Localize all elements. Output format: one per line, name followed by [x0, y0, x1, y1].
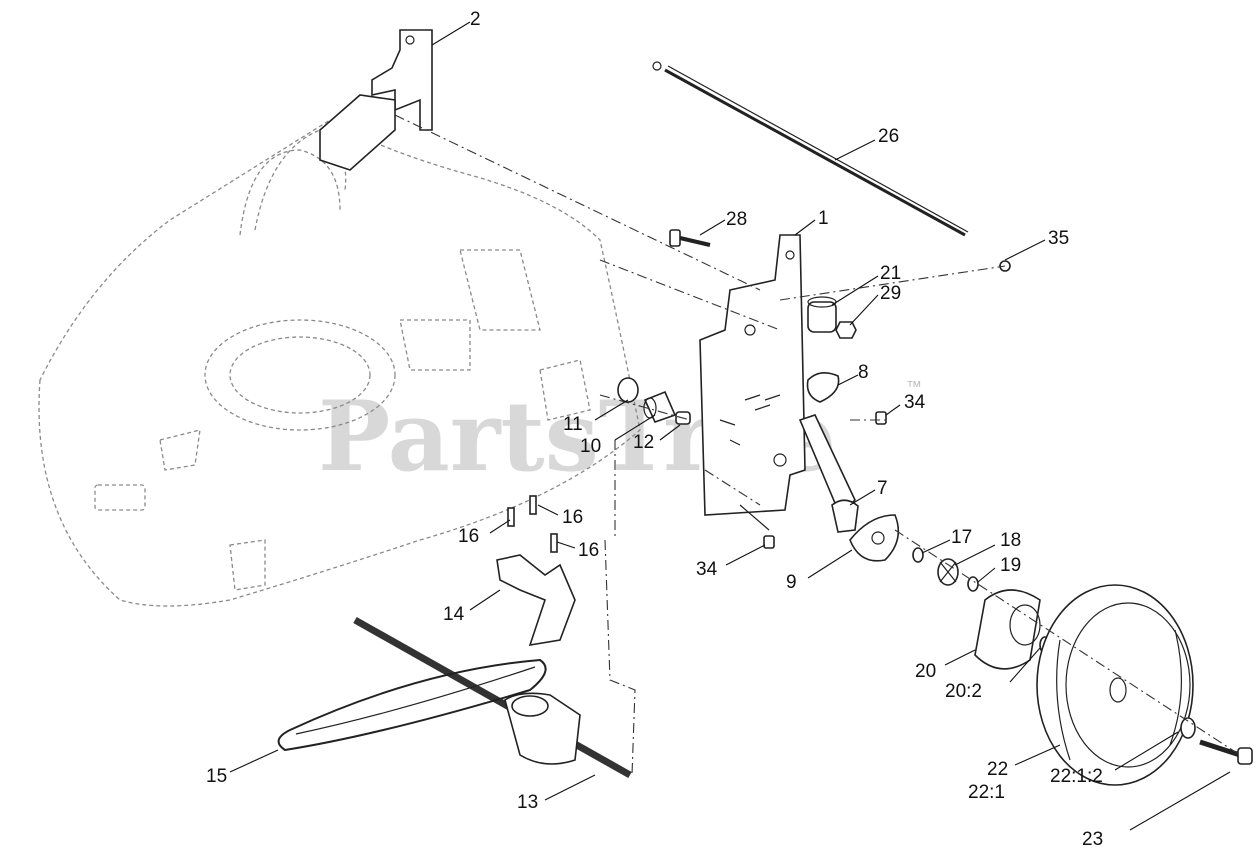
part-15-belt: [277, 658, 547, 752]
part-2-bracket: [319, 29, 433, 171]
callout-9: 9: [786, 572, 797, 593]
callout-34-upper: 34: [904, 392, 926, 413]
part-28-bolt: [669, 229, 711, 247]
leader-lines: [229, 21, 1231, 831]
callout-16-middle: 16: [562, 507, 583, 528]
callout-16-left: 16: [458, 526, 479, 547]
callout-34-lower: 34: [696, 559, 718, 580]
callout-12: 12: [633, 432, 654, 453]
part-34-bolt-upper: [875, 411, 887, 425]
callout-19: 19: [1000, 555, 1021, 576]
callout-20: 20: [915, 661, 936, 682]
part-18-pinion: [937, 558, 959, 586]
callout-23: 23: [1082, 829, 1103, 850]
part-23-bolt: [1199, 739, 1253, 765]
callout-13: 13: [517, 792, 538, 813]
part-13-transmission: [353, 616, 632, 779]
part-1-plate: [699, 234, 806, 516]
callout-22-1: 22:1: [968, 782, 1005, 803]
part-14-bracket: [496, 554, 576, 647]
part-10-pivot: [643, 390, 677, 423]
part-17-washer: [912, 547, 924, 563]
part-11-bushing: [617, 377, 639, 403]
part-8-knob: [806, 372, 840, 403]
callout-29: 29: [880, 283, 901, 304]
callouts: 2 26 28 1 35 21 29 8 34 11 10 12 7 16 16…: [206, 9, 1103, 850]
part-19-ring: [967, 576, 979, 592]
callout-16-right: 16: [578, 540, 599, 561]
callout-28: 28: [726, 209, 747, 230]
part-21-spacer: [807, 296, 837, 333]
watermark-tm: ™: [906, 379, 922, 396]
callout-2: 2: [470, 9, 481, 30]
callout-14: 14: [443, 604, 465, 625]
callout-10: 10: [580, 436, 601, 457]
callout-21: 21: [880, 263, 901, 284]
callout-11: 11: [563, 414, 583, 435]
callout-17: 17: [951, 527, 972, 548]
callout-26: 26: [878, 126, 899, 147]
callout-20-2: 20:2: [945, 681, 982, 702]
part-34-bolt-lower: [739, 504, 775, 549]
part-20-gear-cup: [974, 589, 1051, 670]
callout-22: 22: [987, 759, 1008, 780]
part-9-plate: [849, 514, 900, 562]
callout-22-1-2: 22:1:2: [1050, 766, 1103, 787]
assembly-lines: [394, 114, 1241, 776]
part-26-rod: [652, 61, 969, 237]
callout-1: 1: [818, 208, 829, 229]
part-7-lever: [798, 414, 859, 533]
callout-18: 18: [1000, 530, 1021, 551]
rear-wheel-ghost: [254, 129, 347, 231]
callout-35: 35: [1048, 228, 1069, 249]
mower-deck-outline: [38, 119, 641, 607]
callout-8: 8: [858, 362, 869, 383]
part-22-wheel: [1036, 584, 1196, 786]
callout-15: 15: [206, 766, 227, 787]
callout-7: 7: [877, 478, 888, 499]
part-16-screws: [507, 495, 558, 553]
part-29-nut: [835, 321, 857, 339]
